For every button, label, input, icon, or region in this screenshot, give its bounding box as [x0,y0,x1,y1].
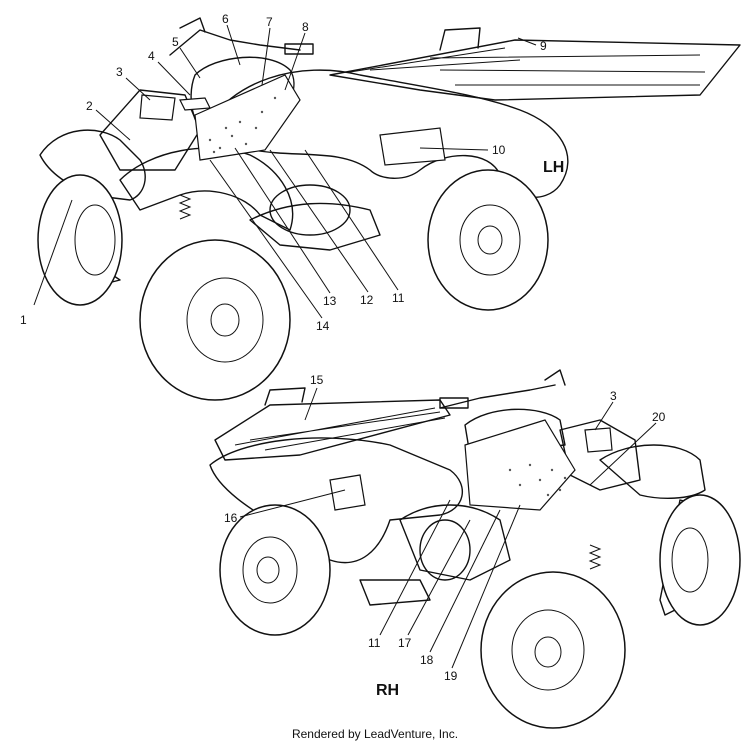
callout-5: 5 [172,35,179,49]
callout-1: 1 [20,313,27,327]
callout-18: 18 [420,653,434,667]
callout-8: 8 [302,20,309,34]
callout-3: 3 [116,65,123,79]
leader-lines [33,24,657,669]
lh-front-right-tire [139,239,291,401]
callout-11: 11 [392,291,405,305]
side-label-rh: RH [376,682,399,699]
callout-2: 2 [86,99,93,113]
callout-6: 6 [222,12,229,26]
callout-20: 20 [652,410,666,424]
callout-17: 17 [398,636,412,650]
callout-15: 15 [310,373,324,387]
rh-front-left-tire [480,571,626,729]
decal-speckle-rh [508,463,567,497]
callout-11-rh: 11 [368,636,381,650]
callout-16: 16 [224,511,238,525]
callout-4: 4 [148,49,155,63]
side-label-lh: LH [543,159,564,176]
lh-rear-tire [427,169,549,311]
callouts-rh: 15 3 20 16 11 17 18 19 [224,373,666,683]
callouts-lh: 1 2 3 4 5 6 7 8 9 10 11 12 13 14 [20,12,547,333]
footer-credit: Rendered by LeadVenture, Inc. [292,727,458,741]
rh-front-right-tire [659,494,741,626]
lh-front-left-tire [37,174,123,306]
callout-13: 13 [323,294,337,308]
callout-7: 7 [266,15,273,29]
callout-3-rh: 3 [610,389,617,403]
callout-19: 19 [444,669,458,683]
rh-rear-tire [219,504,331,636]
callout-12: 12 [360,293,374,307]
callout-14: 14 [316,319,330,333]
decal-speckle [208,96,277,154]
callout-10: 10 [492,143,506,157]
atv-left-side [39,17,741,286]
callout-9: 9 [540,39,547,53]
